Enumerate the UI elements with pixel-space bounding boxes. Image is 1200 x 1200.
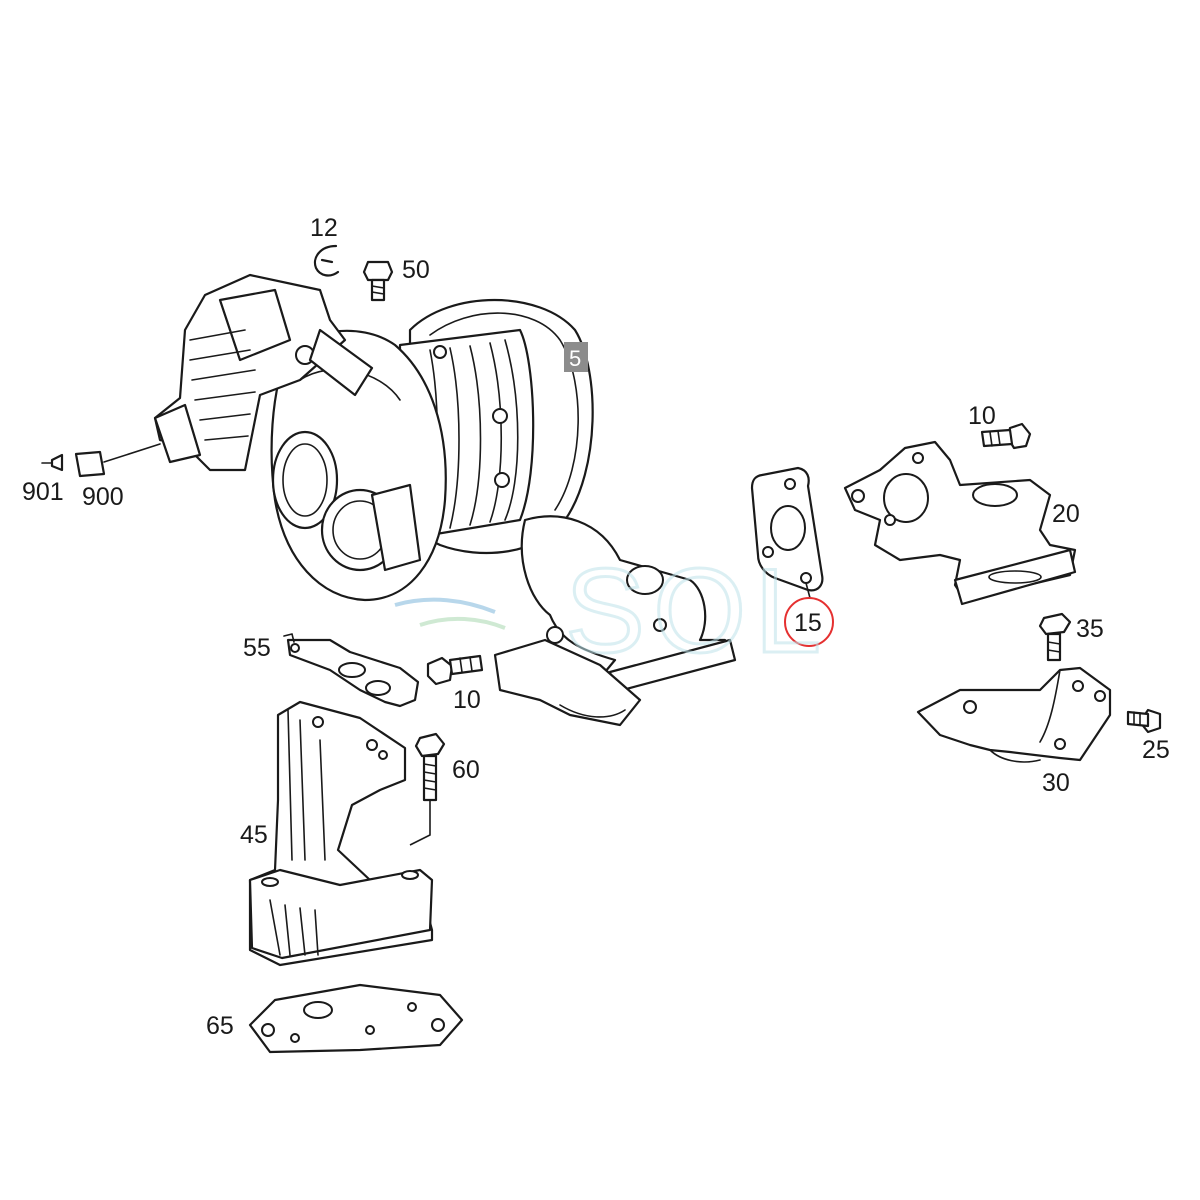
support-45[interactable] — [248, 700, 434, 967]
bolt-10-lower[interactable] — [426, 654, 484, 686]
callout-5: 5 — [569, 346, 581, 371]
turbocharger[interactable] — [153, 273, 737, 727]
callout-15: 15 — [794, 609, 822, 637]
gasket-15[interactable] — [750, 466, 824, 599]
bolt-35[interactable] — [1038, 612, 1072, 662]
callout-50: 50 — [402, 256, 430, 284]
callout-10-lower: 10 — [453, 686, 481, 714]
bolt-60[interactable] — [409, 732, 446, 846]
watermark: SOL — [394, 543, 829, 680]
connector-901[interactable] — [41, 453, 64, 472]
gasket-55[interactable] — [283, 633, 420, 708]
bolt-10-upper[interactable] — [980, 422, 1032, 450]
watermark-text: SOL — [565, 544, 829, 678]
main-part-box — [564, 342, 588, 372]
bolt-50[interactable] — [362, 260, 394, 302]
callout-65: 65 — [206, 1012, 234, 1040]
callout-55: 55 — [243, 634, 271, 662]
gasket-65[interactable] — [248, 983, 464, 1054]
callout-20: 20 — [1052, 500, 1080, 528]
callout-10-upper: 10 — [968, 402, 996, 430]
exhaust-elbow-20[interactable] — [843, 440, 1077, 606]
callout-35: 35 — [1076, 615, 1104, 643]
callout-901: 901 — [22, 478, 64, 506]
callout-45: 45 — [240, 821, 268, 849]
callout-25: 25 — [1142, 736, 1170, 764]
bolt-25[interactable] — [1126, 708, 1162, 734]
callout-60: 60 — [452, 756, 480, 784]
clip-12[interactable] — [313, 244, 340, 277]
callout-12: 12 — [310, 214, 338, 242]
highlight-circle-15 — [784, 597, 834, 647]
bracket-30[interactable] — [916, 666, 1112, 763]
connector-900[interactable] — [74, 443, 161, 478]
callout-900: 900 — [82, 483, 124, 511]
callout-30: 30 — [1042, 769, 1070, 797]
